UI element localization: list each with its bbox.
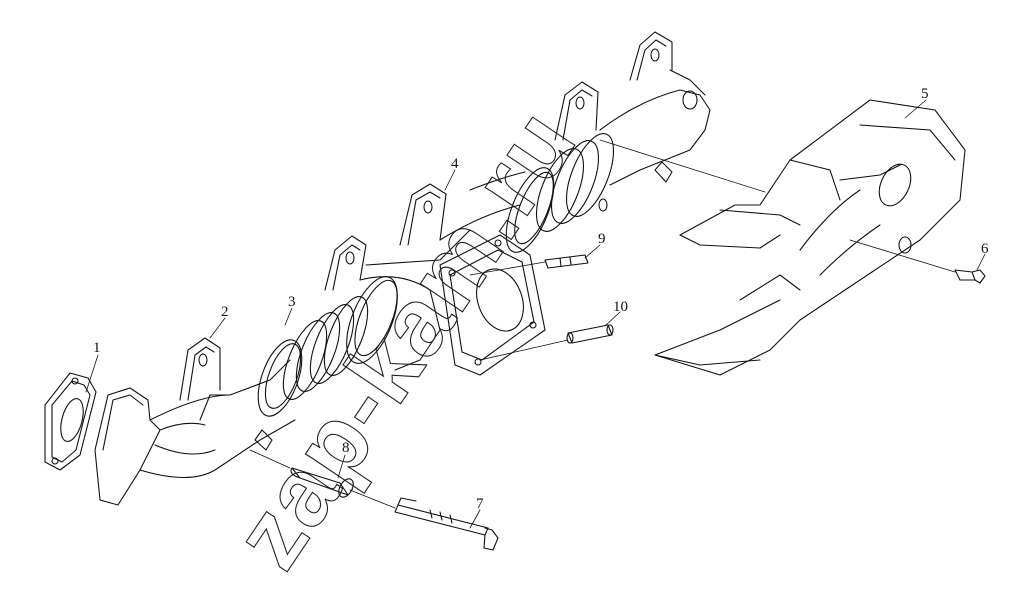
- part-label-5: 5: [921, 86, 929, 102]
- part-label-10: 10: [613, 299, 628, 315]
- part-label-6: 6: [981, 241, 989, 257]
- gasket-part: [44, 372, 97, 471]
- heat-shield: [654, 99, 966, 376]
- long-bolt: [394, 497, 499, 551]
- shield-bolt: [954, 269, 986, 284]
- part-label-7: 7: [476, 496, 484, 512]
- spacer-sleeve: [290, 467, 354, 498]
- part-label-2: 2: [221, 304, 229, 320]
- part-label-8: 8: [342, 440, 350, 456]
- rear-manifold-segment: [535, 31, 711, 232]
- part-label-4: 4: [451, 156, 459, 172]
- front-manifold-segment: [94, 337, 303, 506]
- stud-short: [544, 254, 589, 269]
- center-manifold-segment: [324, 167, 555, 376]
- watermark-text: zap-kam.ru: [214, 90, 597, 587]
- part-label-1: 1: [93, 340, 101, 356]
- part-label-3: 3: [288, 294, 296, 310]
- part-label-9: 9: [598, 231, 606, 247]
- leader-lines: [85, 99, 986, 529]
- part-labels: 1 2 3 4 5 6 7 8 9 10: [93, 86, 989, 512]
- stud-long: [566, 324, 614, 344]
